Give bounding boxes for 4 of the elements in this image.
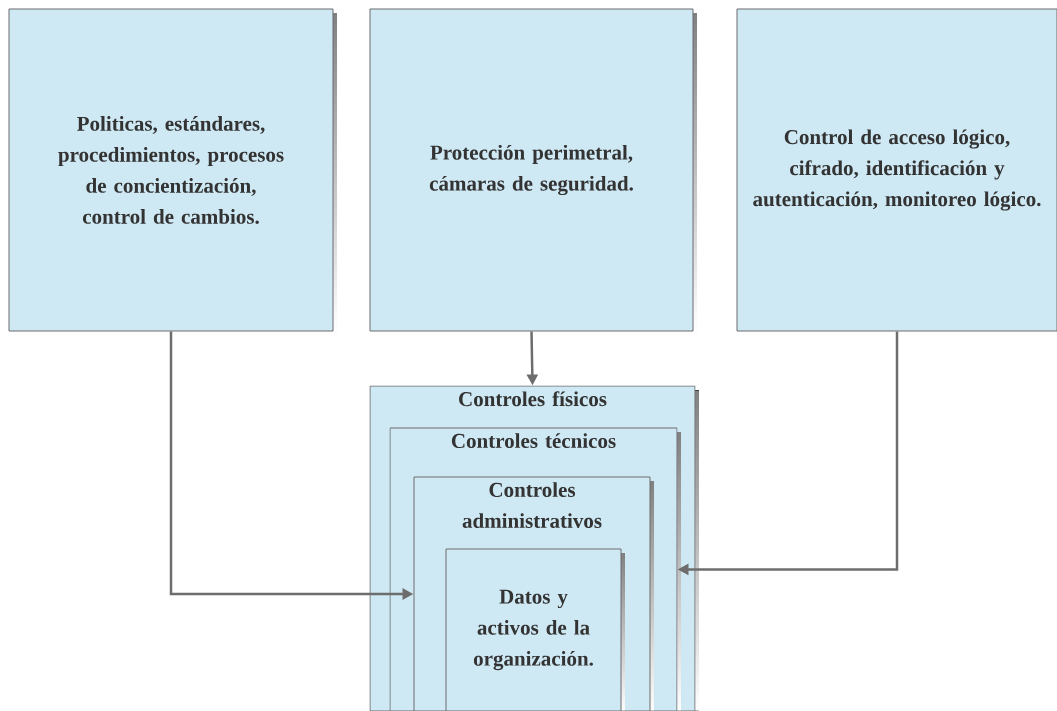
text-box: Control de acceso lógico, cifrado, identificación y autenticación, monitoreo lógico. [736,8,1057,335]
text-box: Politicas, estándares, procedimientos, procesos de concientización, control de cambios. [8,8,337,335]
nested-box: Datos y activos de la organización. [445,548,625,711]
text-box: Protección perimetral, cámaras de seguridad. [369,8,697,335]
